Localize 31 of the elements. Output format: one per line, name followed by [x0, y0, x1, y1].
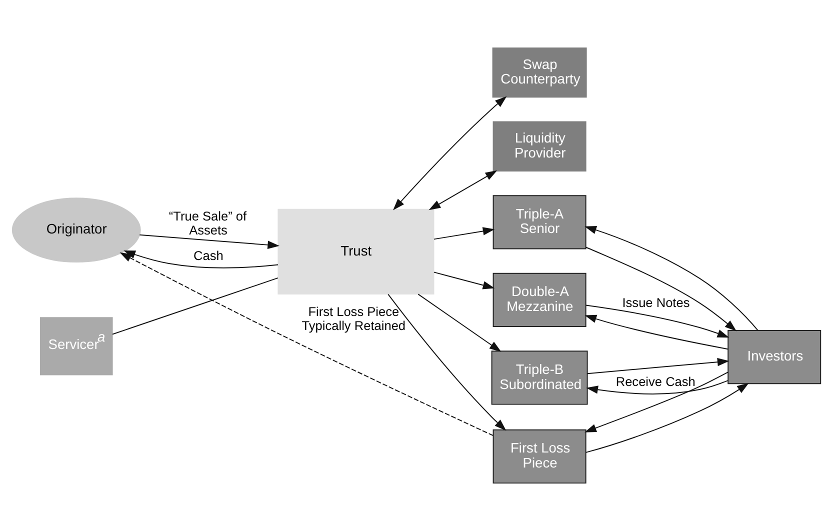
edge-label: Issue Notes: [622, 295, 690, 310]
edge-label: Receive Cash: [616, 374, 696, 389]
node-box: Swap Counterparty: [492, 47, 587, 98]
arrow: [428, 170, 498, 210]
arrow: [584, 372, 728, 432]
arrow: [124, 250, 279, 268]
arrow: [585, 246, 737, 332]
arrow: [393, 96, 507, 210]
arrow: [433, 272, 495, 290]
node-box: Trust: [278, 208, 434, 295]
connector: [112, 277, 278, 335]
arrow: [586, 358, 730, 374]
arrow: [388, 294, 506, 431]
node-box: Investors: [728, 330, 822, 384]
arrow: [433, 227, 495, 240]
arrow: [586, 304, 730, 338]
node-box: First Loss Piece: [492, 429, 586, 484]
arrow: [585, 382, 749, 453]
arrow: [584, 226, 758, 331]
arrow: [584, 314, 728, 350]
arrow: [586, 380, 728, 394]
node-box: Triple-A Senior: [492, 195, 586, 250]
node-box: Triple-B Subordinated: [491, 350, 588, 405]
edge-label: “True Sale” of Assets: [168, 208, 247, 238]
arrow: [139, 234, 280, 250]
arrow: [120, 252, 494, 436]
edge-label: Cash: [194, 248, 224, 263]
node-box: Liquidity Provider: [492, 121, 586, 172]
node-box: Double-A Mezzanine: [492, 272, 586, 328]
edge-label: First Loss Piece Typically Retained: [302, 304, 406, 333]
arrow: [418, 294, 502, 352]
